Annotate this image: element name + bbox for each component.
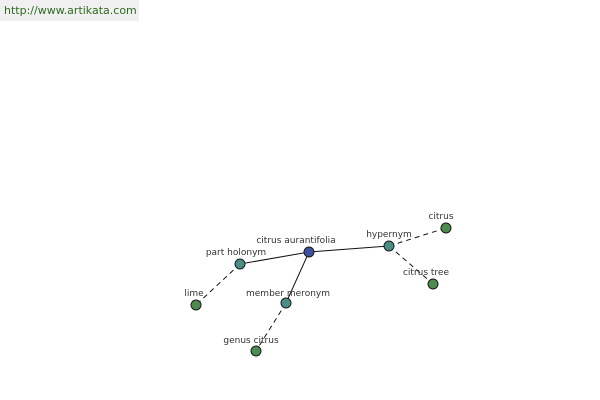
edge-hypernym-citrus — [388, 227, 447, 247]
lime-node-label[interactable]: lime — [184, 289, 204, 299]
genus-citrus-node-label[interactable]: genus citrus — [223, 336, 279, 346]
lime-node[interactable] — [190, 299, 202, 311]
genus-citrus-node[interactable] — [250, 345, 262, 357]
source-url[interactable]: http://www.artikata.com — [0, 0, 139, 21]
citrus-tree-node[interactable] — [427, 278, 439, 290]
part-holonym-node-label[interactable]: part holonym — [206, 248, 266, 258]
citrus-node[interactable] — [440, 222, 452, 234]
edge-center-member-meronym — [285, 251, 310, 304]
edge-center-part-holonym — [239, 251, 310, 265]
edge-part-holonym-lime — [195, 263, 241, 306]
citrus-node-label[interactable]: citrus — [428, 212, 453, 222]
member-meronym-node-label[interactable]: member meronym — [246, 289, 330, 299]
center-node[interactable] — [303, 246, 315, 258]
part-holonym-node[interactable] — [234, 258, 246, 270]
member-meronym-node[interactable] — [280, 297, 292, 309]
edge-hypernym-citrus-tree — [388, 245, 434, 285]
edge-member-meronym-genus-citrus — [255, 302, 287, 352]
citrus-tree-node-label[interactable]: citrus tree — [403, 268, 450, 278]
edge-center-hypernym — [308, 245, 390, 253]
center-node-label[interactable]: citrus aurantifolia — [256, 236, 335, 246]
hypernym-node-label[interactable]: hypernym — [366, 230, 412, 240]
hypernym-node[interactable] — [383, 240, 395, 252]
